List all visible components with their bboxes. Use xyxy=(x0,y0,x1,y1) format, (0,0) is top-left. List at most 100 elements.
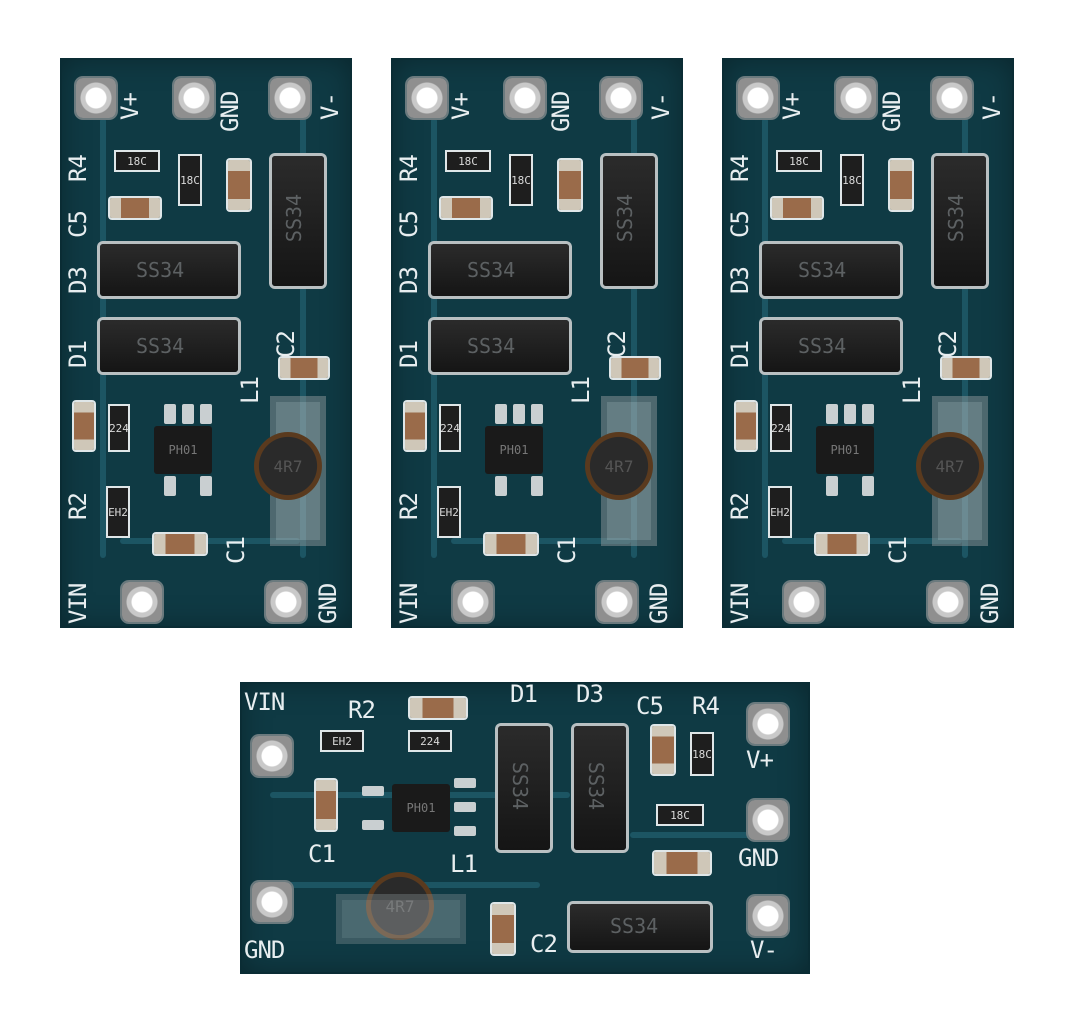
resistor-r4: 18C xyxy=(116,152,158,170)
label-d1: D1 xyxy=(395,341,423,368)
inductor-l1: 4R7 xyxy=(254,432,322,500)
label-r4: R4 xyxy=(726,155,754,182)
pad-vminus xyxy=(748,896,788,936)
label-vplus: V+ xyxy=(778,93,806,120)
resistor-224: 224 xyxy=(771,406,791,450)
label-c5: C5 xyxy=(395,211,423,238)
label-gnd-left: GND xyxy=(244,936,285,964)
diode-marking: SS34 xyxy=(282,193,307,243)
label-r2: R2 xyxy=(64,493,92,520)
label-gnd-top: GND xyxy=(216,91,244,132)
capacitor-c1 xyxy=(816,534,868,554)
ic-pin xyxy=(862,476,874,496)
ic-pin xyxy=(844,404,856,424)
label-vminus: V- xyxy=(978,93,1006,120)
diode-marking: SS34 xyxy=(610,914,659,938)
resistor-18c: 18C xyxy=(658,806,702,824)
capacitor-c2 xyxy=(280,358,328,378)
label-gnd-top: GND xyxy=(547,91,575,132)
label-l1: L1 xyxy=(567,377,595,404)
capacitor-c1 xyxy=(485,534,537,554)
capacitor-c5 xyxy=(652,726,674,774)
pad-gnd-top xyxy=(505,78,545,118)
ic-pin xyxy=(495,404,507,424)
ic-pin xyxy=(454,826,476,836)
diode-marking: SS34 xyxy=(944,193,969,243)
ic-pin xyxy=(200,476,212,496)
diode-marking: SS34 xyxy=(136,258,185,282)
label-l1: L1 xyxy=(898,377,926,404)
ic-pin xyxy=(862,404,874,424)
ic-pin xyxy=(182,404,194,424)
diode-bottom: SS34 xyxy=(570,904,710,950)
capacitor-c2 xyxy=(611,358,659,378)
resistor-r4: 18C xyxy=(447,152,489,170)
label-c2: C2 xyxy=(530,930,558,958)
pad-vin xyxy=(453,582,493,622)
diode-d1: SS34 xyxy=(498,726,550,850)
label-d3: D3 xyxy=(726,267,754,294)
label-d3: D3 xyxy=(576,682,604,708)
pad-vplus xyxy=(407,78,447,118)
label-c2: C2 xyxy=(603,331,631,358)
resistor-r2: EH2 xyxy=(439,488,459,536)
diode-right: SS34 xyxy=(272,156,324,286)
resistor-224: 224 xyxy=(410,732,450,750)
label-c1: C1 xyxy=(553,537,581,564)
ic-pin xyxy=(513,404,525,424)
label-vminus: V- xyxy=(750,936,778,964)
label-r2: R2 xyxy=(726,493,754,520)
ic-ph01: PH01 xyxy=(392,784,450,832)
pad-vminus xyxy=(932,78,972,118)
inductor-l1: 4R7 xyxy=(366,872,434,940)
ic-pin xyxy=(362,820,384,830)
resistor-r2: EH2 xyxy=(108,488,128,536)
pad-gnd-left xyxy=(252,882,292,922)
ic-pin xyxy=(362,786,384,796)
label-vminus: V- xyxy=(316,93,344,120)
pcb-board-3: V+ GND V- R4 C5 D3 D1 C2 L1 R2 C1 VIN GN… xyxy=(722,58,1014,628)
label-gnd-top: GND xyxy=(878,91,906,132)
capacitor-c1 xyxy=(154,534,206,554)
resistor-18c: 18C xyxy=(511,156,531,204)
diode-d3: SS34 xyxy=(762,244,900,296)
label-l1: L1 xyxy=(450,850,478,878)
label-c5: C5 xyxy=(636,692,664,720)
capacitor-left xyxy=(74,402,94,450)
ic-pin xyxy=(164,476,176,496)
pad-inductor xyxy=(336,894,466,944)
label-c1: C1 xyxy=(222,537,250,564)
resistor-r2: EH2 xyxy=(770,488,790,536)
pcb-board-1: V+ GND V- R4 C5 D3 D1 C2 L1 R2 C1 VIN GN… xyxy=(60,58,352,628)
label-vin: VIN xyxy=(244,688,285,716)
diode-marking: SS34 xyxy=(798,258,847,282)
capacitor-c5 xyxy=(772,198,822,218)
label-vplus: V+ xyxy=(447,93,475,120)
label-vplus: V+ xyxy=(746,746,774,774)
capacitor-c5 xyxy=(110,198,160,218)
label-vin: VIN xyxy=(64,583,92,624)
label-d1: D1 xyxy=(64,341,92,368)
label-c5: C5 xyxy=(726,211,754,238)
ic-ph01: PH01 xyxy=(816,426,874,474)
label-d1: D1 xyxy=(726,341,754,368)
label-d3: D3 xyxy=(395,267,423,294)
pad-gnd-top xyxy=(836,78,876,118)
pad-gnd-bottom xyxy=(928,582,968,622)
capacitor-c2 xyxy=(492,904,514,954)
diode-d3: SS34 xyxy=(574,726,626,850)
pad-vin xyxy=(784,582,824,622)
ic-pin xyxy=(826,476,838,496)
label-c5: C5 xyxy=(64,211,92,238)
diode-right: SS34 xyxy=(934,156,986,286)
pad-gnd-bottom xyxy=(266,582,306,622)
ic-pin xyxy=(826,404,838,424)
diode-marking: SS34 xyxy=(798,334,847,358)
diode-d1: SS34 xyxy=(762,320,900,372)
resistor-r4: 18C xyxy=(692,734,712,774)
label-c1: C1 xyxy=(308,840,336,868)
diode-marking: SS34 xyxy=(584,761,609,811)
label-d3: D3 xyxy=(64,267,92,294)
pad-vplus xyxy=(748,704,788,744)
capacitor-c5 xyxy=(441,198,491,218)
